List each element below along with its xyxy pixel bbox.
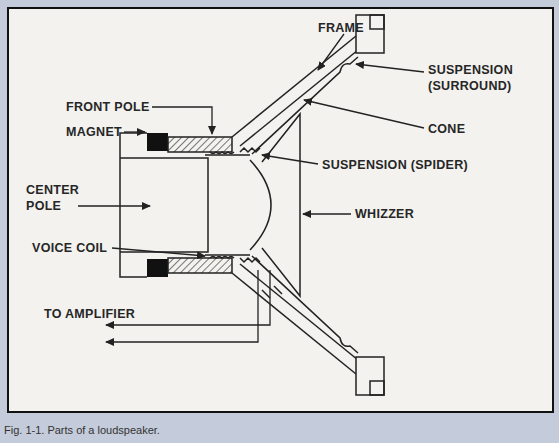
amplifier-label: TO AMPLIFIER <box>44 306 135 322</box>
voice-coil-label: VOICE COIL <box>32 240 107 256</box>
speaker-body <box>120 15 384 395</box>
magnet <box>147 133 168 151</box>
whizzer-label: WHIZZER <box>355 206 414 222</box>
front-pole <box>168 137 232 152</box>
surround-label: SUSPENSION (SURROUND) <box>428 62 538 94</box>
panel <box>8 8 553 412</box>
figure-caption: Fig. 1-1. Parts of a loudspeaker. <box>4 424 160 436</box>
cone-label: CONE <box>428 121 465 137</box>
frame-label: FRAME <box>318 20 364 36</box>
center-pole-label: CENTER POLE <box>26 182 82 214</box>
magnet <box>147 259 168 277</box>
front-pole-label: FRONT POLE <box>66 99 150 115</box>
spider-label: SUSPENSION (SPIDER) <box>322 157 468 173</box>
magnet-label: MAGNET <box>66 124 122 140</box>
front-pole <box>168 258 232 273</box>
leader-lines <box>78 8 424 342</box>
